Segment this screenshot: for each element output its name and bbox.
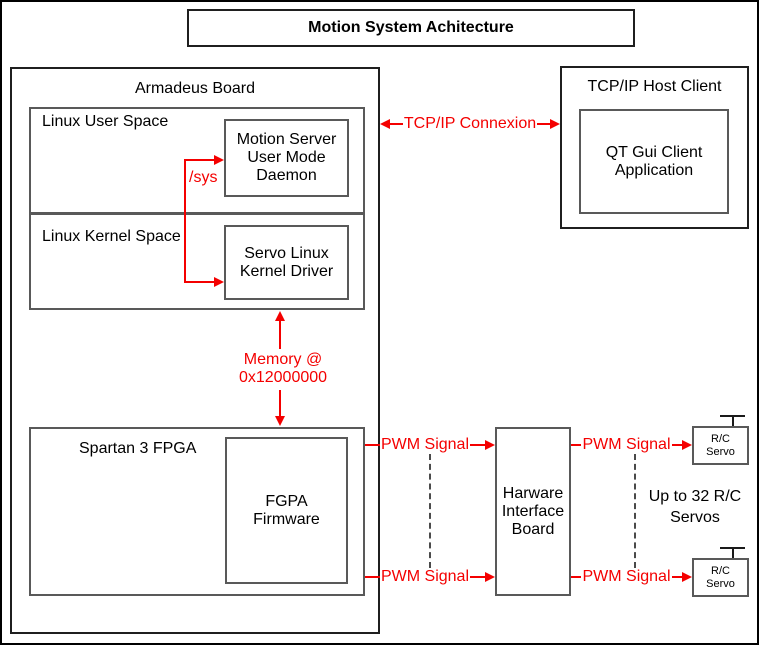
connector-line xyxy=(470,444,485,446)
sys-arrow-top-icon xyxy=(214,155,224,165)
rc-servo-line: R/C xyxy=(711,564,730,577)
memory-label: Memory @ 0x12000000 xyxy=(218,351,348,387)
arrow-right-icon xyxy=(682,440,692,450)
connector-line xyxy=(571,576,582,578)
title-box: Motion System Achitecture xyxy=(187,9,635,47)
page-title: Motion System Achitecture xyxy=(308,19,514,36)
dashed-line-right xyxy=(634,454,636,568)
spartan-fpga-label: Spartan 3 FPGA xyxy=(79,440,197,457)
antenna-icon xyxy=(720,415,745,417)
antenna-icon xyxy=(732,549,734,559)
linux-user-space-label: Linux User Space xyxy=(42,113,169,130)
servos-note-line: Up to 32 R/C xyxy=(648,488,742,505)
arrow-right-icon xyxy=(550,119,560,129)
pwm-label: PWM Signal xyxy=(380,568,470,585)
daemon-line: User Mode xyxy=(247,149,326,166)
rc-servo-line: Servo xyxy=(706,445,735,458)
firmware-line: Firmware xyxy=(253,510,320,528)
memory-line-bottom xyxy=(279,390,281,417)
qt-app-line: QT Gui Client xyxy=(605,143,703,161)
pwm-label: PWM Signal xyxy=(582,436,671,453)
sys-connector-top-line xyxy=(186,159,215,161)
sys-connector-vertical-line xyxy=(184,159,186,283)
qt-app-line: Application xyxy=(614,161,694,179)
tcpip-connection-label: TCP/IP Connexion xyxy=(403,115,537,132)
sys-label: /sys xyxy=(189,169,218,186)
rc-servo-line: R/C xyxy=(711,432,730,445)
arrow-right-icon xyxy=(485,572,495,582)
hardware-board-line: Board xyxy=(511,520,555,538)
rc-servo-top-box: R/C Servo xyxy=(692,426,749,465)
linux-space-divider xyxy=(31,212,363,215)
connector-line xyxy=(390,123,403,125)
connector-line xyxy=(365,444,380,446)
pwm-connector-left-bottom: PWM Signal xyxy=(365,567,495,587)
driver-line: Kernel Driver xyxy=(239,262,334,280)
dashed-line-left xyxy=(429,454,431,568)
connector-line xyxy=(571,444,582,446)
pwm-connector-left-top: PWM Signal xyxy=(365,435,495,455)
rc-servo-line: Servo xyxy=(706,577,735,590)
daemon-line: Daemon xyxy=(256,167,317,184)
tcpip-connection: TCP/IP Connexion xyxy=(380,114,560,134)
sys-connector-bottom-line xyxy=(186,281,215,283)
arrow-right-icon xyxy=(485,440,495,450)
memory-label-line: Memory @ xyxy=(243,351,323,368)
connector-line xyxy=(671,576,682,578)
arrow-right-icon xyxy=(682,572,692,582)
firmware-line: FGPA xyxy=(265,492,308,510)
sys-arrow-bottom-icon xyxy=(214,277,224,287)
antenna-icon xyxy=(720,547,745,549)
linux-kernel-space-label: Linux Kernel Space xyxy=(42,228,181,245)
fgpa-firmware-box: FGPA Firmware xyxy=(225,437,348,584)
rc-servo-bottom-box: R/C Servo xyxy=(692,558,749,597)
memory-arrow-up-icon xyxy=(275,311,285,321)
connector-line xyxy=(671,444,682,446)
pwm-label: PWM Signal xyxy=(380,436,470,453)
pwm-connector-right-top: PWM Signal xyxy=(571,435,692,455)
tcpip-host-client-label: TCP/IP Host Client xyxy=(587,78,722,95)
connector-line xyxy=(470,576,485,578)
hardware-board-line: Interface xyxy=(501,502,565,520)
memory-arrow-down-icon xyxy=(275,416,285,426)
memory-line-top xyxy=(279,320,281,349)
servos-note: Up to 32 R/C Servos xyxy=(619,486,757,528)
arrow-left-icon xyxy=(380,119,390,129)
antenna-icon xyxy=(732,417,734,427)
driver-line: Servo Linux xyxy=(244,244,329,262)
hardware-board-line: Harware xyxy=(502,484,564,502)
armadeus-board-label: Armadeus Board xyxy=(134,80,256,97)
daemon-line: Motion Server xyxy=(236,131,337,148)
servo-kernel-driver-box: Servo Linux Kernel Driver xyxy=(224,225,349,300)
connector-line xyxy=(365,576,380,578)
pwm-label: PWM Signal xyxy=(582,568,671,585)
memory-label-line: 0x12000000 xyxy=(238,369,328,386)
qt-gui-client-box: QT Gui Client Application xyxy=(579,109,729,214)
servos-note-line: Servos xyxy=(670,509,720,526)
motion-server-daemon-box: Motion Server User Mode Daemon xyxy=(224,119,349,197)
pwm-connector-right-bottom: PWM Signal xyxy=(571,567,692,587)
hardware-interface-board-box: Harware Interface Board xyxy=(495,427,571,596)
connector-line xyxy=(537,123,550,125)
